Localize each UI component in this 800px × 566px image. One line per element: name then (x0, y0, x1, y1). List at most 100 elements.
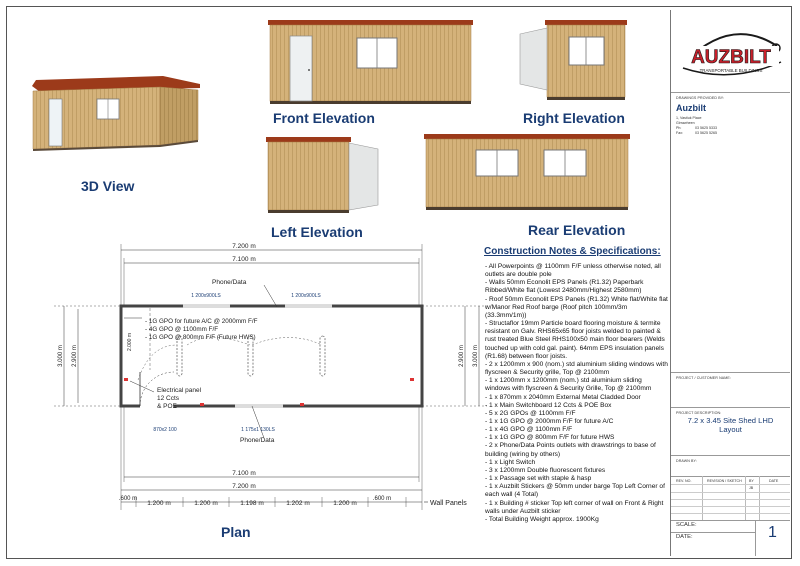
front-elevation (268, 20, 473, 104)
dim-width-outer-bottom: 7.200 m (232, 483, 256, 490)
note-item: - 1 x 1200mm x 1200mm (nom.) std alumini… (485, 377, 652, 393)
note-item: - Roof 50mm Econolit EPS Panels (R1.32) … (485, 295, 668, 319)
project-description-1: 7.2 x 3.45 Site Shed LHD (687, 416, 774, 425)
dim-height-inner-left: 2.900 m (72, 345, 78, 367)
logo-tagline: TRANSPORTABLE BUILDINGS (700, 68, 763, 73)
left-door-open (348, 142, 379, 211)
floor-plan (54, 244, 487, 510)
gpo-note-1: - 1G GPO for future A/C @ 2000mm F/F (145, 318, 258, 325)
note-item: - 1 x Building # sticker Top left corner… (485, 499, 664, 515)
left-wall (267, 141, 350, 211)
note-item: - 1 x Passage set with staple & hasp (485, 475, 592, 483)
phone-number: 03 5625 5333 (695, 126, 717, 130)
company-name: Auzbilt (676, 103, 706, 113)
dim-internal-wall: 2.000 m (127, 333, 133, 351)
note-item: - 2 x Phone/Data Points outlets with dra… (485, 442, 656, 458)
dim-height-outer-left: 3.000 m (58, 345, 64, 367)
note-item: - 1 x 1G GPO @ 2000mm F/F for future A/C (485, 417, 614, 425)
note-item: - Total Building Weight approx. 1900Kg (485, 515, 599, 523)
panel-dim-5: 1.200 m (333, 500, 357, 507)
dim-width-inner-top: 7.100 m (232, 256, 256, 263)
drawings-provided-label: DRAWINGS PROVIDED BY: (676, 96, 725, 100)
page-number: 1 (768, 524, 777, 541)
gpo-note-3: - 1G GPO @ 800mm F/F (Future HWS) (145, 334, 256, 341)
notes-title: Construction Notes & Specifications: (484, 246, 661, 257)
note-item: - 1 x Light Switch (485, 458, 536, 466)
panel-dim-3: 1.198 m (240, 500, 264, 507)
door-label: 870x2 100 (153, 427, 177, 433)
date-label: DATE: (676, 534, 693, 540)
project-customer-label: PROJECT / CUSTOMER NAME: (676, 376, 731, 380)
panel-dim-2: 1.200 m (194, 500, 218, 507)
rev-col-2: REVISION / SKETCH (707, 479, 742, 483)
note-item: - 5 x 2G GPOs @ 1100mm F/F (485, 409, 576, 417)
address-line-2: Girrawheen (676, 121, 695, 125)
phone-data-bottom: Phone/Data (240, 437, 275, 444)
right-door-open (519, 27, 548, 91)
note-item: - Walls 50mm Econolit EPS Panels (R1.32)… (485, 279, 644, 295)
window-label-1: 1 200x900LS (191, 293, 221, 299)
dim-width-outer-top: 7.200 m (232, 243, 256, 250)
fax-number: 03 5625 5265 (695, 131, 717, 135)
note-item: - 1 x 1G GPO @ 800mm F/F for future HWS (485, 434, 615, 442)
heading-plan: Plan (221, 524, 251, 540)
electrical-panel-1: Electrical panel (157, 387, 202, 394)
title-block: AUZBILT TRANSPORTABLE BUILDINGS DRAWINGS… (670, 10, 790, 556)
project-description-label: PROJECT DESCRIPTION: (676, 411, 722, 415)
window-label-2: 1 200x900LS (291, 293, 321, 299)
view-3d (32, 76, 200, 151)
note-item: - 1 x Main Switchboard 12 Ccts & POE Box (485, 401, 612, 409)
phone-label: Ph: (676, 126, 682, 130)
rear-wall (425, 138, 629, 208)
heading-left-elevation: Left Elevation (271, 224, 363, 240)
drawn-by-label: DRAWN BY: (676, 459, 697, 463)
revision-table: REV. NO. REVISION / SKETCH BY DATE JB (671, 476, 790, 520)
panel-dim-1: 1.200 m (147, 500, 171, 507)
note-item: - 1 x Auzbilt Stickers @ 50mm under barg… (485, 483, 665, 499)
heading-3d-view: 3D View (81, 178, 135, 194)
electrical-panel-3: & POE (157, 403, 178, 410)
rev-by-value: JB (749, 486, 754, 490)
auzbilt-logo: AUZBILT TRANSPORTABLE BUILDINGS (682, 33, 782, 76)
window-label-rear: 1 175x1 130LS (241, 427, 275, 433)
panel-dim-4: 1.202 m (286, 500, 310, 507)
phone-data-top: Phone/Data (212, 279, 247, 286)
rev-col-4: DATE (769, 479, 779, 483)
light-fixture-3 (319, 335, 326, 377)
drawing-border (6, 6, 792, 559)
right-elevation (519, 20, 627, 100)
light-fixture-2 (247, 335, 254, 377)
door-3d (48, 98, 63, 147)
panel-dim-0: .600 m (119, 496, 137, 502)
note-item: - 2 x 1200mm x 900 (nom.) std aluminium … (485, 360, 668, 377)
project-description-2: Layout (719, 425, 742, 434)
heading-rear-elevation: Rear Elevation (528, 222, 626, 238)
heading-right-elevation: Right Elevation (523, 110, 625, 126)
fax-label: Fax: (676, 131, 683, 135)
panel-dim-6: .600 m (373, 496, 391, 502)
base-3d (33, 140, 198, 151)
note-item: - 1 x 870mm x 2040mm External Metal Clad… (485, 393, 641, 401)
note-item: - 3 x 1200mm Double fluorescent fixtures (485, 466, 606, 474)
light-fixture-1 (176, 335, 183, 377)
side-wall-3d (159, 86, 199, 146)
right-window (568, 36, 605, 66)
note-item: - All Powerpoints @ 1100mm F/F unless ot… (485, 263, 661, 279)
rev-col-1: REV. NO. (676, 479, 692, 483)
gpo-note-2: - 4G GPO @ 1100mm F/F (145, 326, 218, 333)
electrical-panel-2: 12 Ccts (157, 395, 180, 402)
note-item: - 1 x 4G GPO @ 1100mm F/F (485, 426, 573, 434)
rear-elevation (424, 134, 630, 210)
dim-width-inner-bottom: 7.100 m (232, 470, 256, 477)
left-elevation (266, 137, 379, 213)
wall-panels-label: Wall Panels (430, 500, 467, 507)
rev-col-3: BY (749, 479, 754, 483)
front-door (289, 35, 313, 102)
heading-front-elevation: Front Elevation (273, 110, 375, 126)
logo-wordmark: AUZBILT (691, 47, 771, 68)
address-line-1: 1, Vastiuk Place (676, 116, 702, 120)
front-barge (268, 20, 473, 25)
scale-label: SCALE: (676, 522, 697, 528)
dim-height-inner-right: 2.900 m (459, 345, 465, 367)
